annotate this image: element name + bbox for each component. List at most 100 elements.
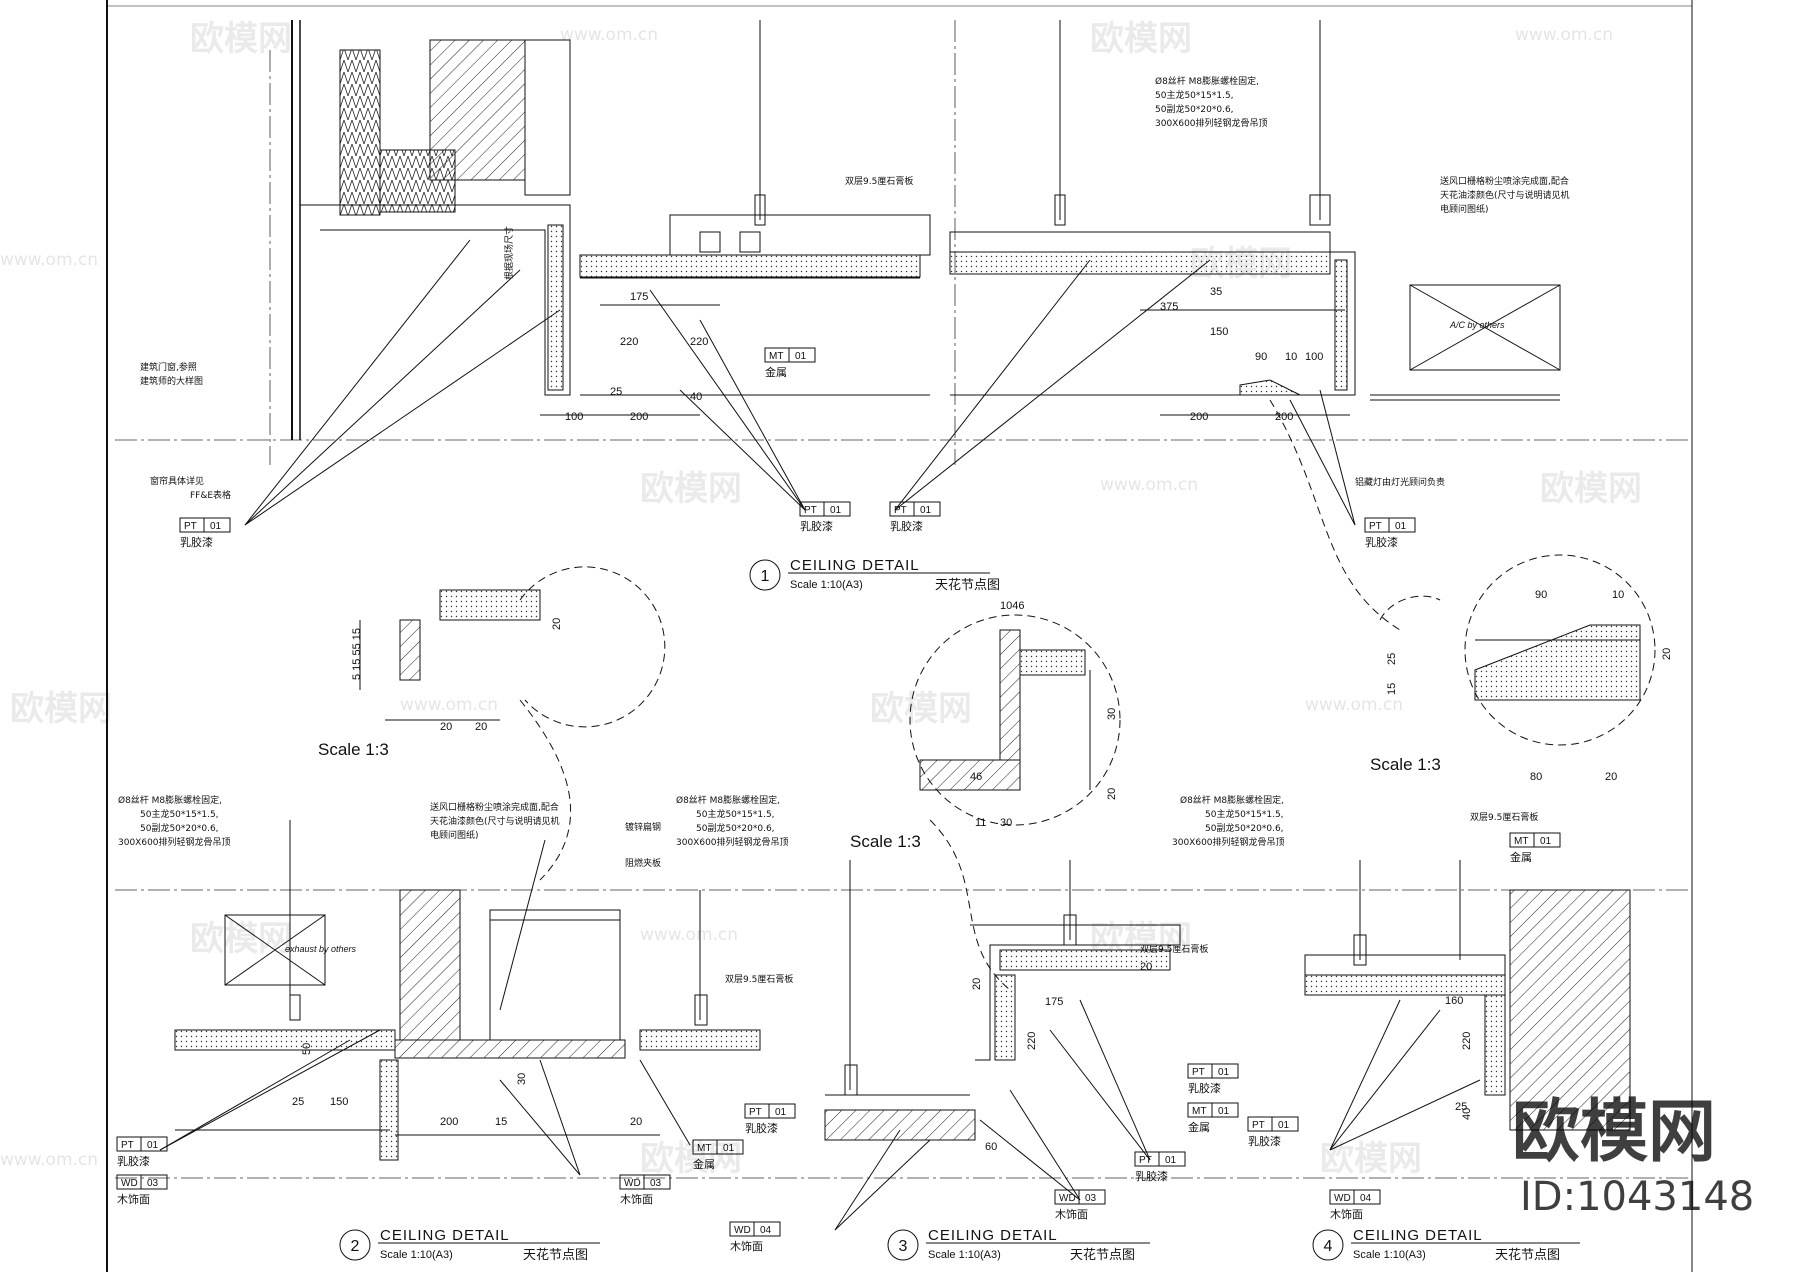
material-tag-code: WD xyxy=(1334,1193,1351,1204)
dim: 150 xyxy=(1210,326,1228,338)
material-tag-name: 乳胶漆 xyxy=(1365,535,1398,549)
watermark-brand: 欧模网 xyxy=(640,469,742,509)
dim: 220 xyxy=(690,336,708,348)
hanger-note: 50副龙50*20*0.6, xyxy=(1205,822,1284,834)
enlarged-circle-1-dims: 5 15 55 15 20 20 20 Scale 1:3 xyxy=(318,618,563,759)
watermark-brand: 欧模网 xyxy=(190,919,292,959)
material-tag-code: PT xyxy=(184,521,197,532)
watermark-brand: 欧模网 xyxy=(190,19,292,59)
watermark-url: www.om.cn xyxy=(1100,475,1198,495)
material-tag-number: 03 xyxy=(1085,1193,1097,1204)
material-tag-code: WD xyxy=(1059,1193,1076,1204)
dim: 100 xyxy=(1305,351,1323,363)
dim: 10 xyxy=(1285,351,1297,363)
detail-1-geometry xyxy=(244,20,1561,631)
detail-title-3: 3 CEILING DETAIL Scale 1:10(A3) 天花节点图 xyxy=(887,1227,1150,1263)
ac-note: A/C by others xyxy=(1449,320,1505,330)
detail-3-notes: Ø8丝杆 M8膨胀螺栓固定, 50主龙50*15*1.5, 50副龙50*20*… xyxy=(676,794,1208,955)
material-tag-number: 01 xyxy=(210,521,222,532)
detail-scale: Scale 1:10(A3) xyxy=(1353,1249,1426,1261)
dim: 5 15 55 15 xyxy=(351,628,363,680)
detail-scale: Scale 1:10(A3) xyxy=(790,579,863,591)
material-tag-number: 03 xyxy=(147,1178,159,1189)
dim: 46 xyxy=(970,771,982,783)
watermark-url: www.om.cn xyxy=(0,1150,98,1170)
material-tag-number: 01 xyxy=(920,505,932,516)
material-tag-name: 乳胶漆 xyxy=(1135,1169,1168,1183)
dim: 160 xyxy=(1445,995,1463,1007)
dim: 175 xyxy=(1045,996,1063,1008)
enlarged-circle-2-dims: 1046 30 20 11 30 46 Scale 1:3 xyxy=(850,600,1118,851)
material-tag-code: MT xyxy=(1192,1106,1206,1117)
dim: 1046 xyxy=(1000,600,1024,612)
detail-title: CEILING DETAIL xyxy=(1353,1227,1483,1244)
watermark-url: www.om.cn xyxy=(1305,695,1403,715)
hanger-note: 300X600排列轻钢龙骨吊顶 xyxy=(1172,836,1285,848)
dim: 30 xyxy=(1000,817,1012,829)
watermark-brand: 欧模网 xyxy=(1090,19,1192,59)
dim: 200 xyxy=(630,411,648,423)
dim: 40 xyxy=(690,391,702,403)
material-tag-wd03: WD 03 木饰面 xyxy=(1054,1189,1106,1221)
detail-title: CEILING DETAIL xyxy=(380,1227,510,1244)
watermark-brand: 欧模网 xyxy=(1190,244,1292,284)
material-tag-name: 乳胶漆 xyxy=(1188,1081,1221,1095)
material-tag-number: 01 xyxy=(795,351,807,362)
gypsum-note: 双层9.5厘石膏板 xyxy=(725,973,793,985)
material-tag-pt: PT 01 乳胶漆 xyxy=(1187,1063,1239,1095)
dim: 10 xyxy=(1612,589,1624,601)
material-tag-name: 木饰面 xyxy=(1055,1207,1088,1221)
detail-4-notes: Ø8丝杆 M8膨胀螺栓固定, 50主龙50*15*1.5, 50副龙50*20*… xyxy=(1172,794,1538,848)
detail-4-dims: 160 220 25 40 xyxy=(1445,995,1473,1120)
material-tag-number: 01 xyxy=(1278,1120,1290,1131)
enlarged-circle-1 xyxy=(359,566,666,881)
hanger-note: 50主龙50*15*1.5, xyxy=(1205,808,1284,820)
hanger-note: 50副龙50*20*0.6, xyxy=(1155,103,1234,115)
material-tag-name: 木饰面 xyxy=(730,1239,763,1253)
vent-note: 天花油漆颜色(尺寸与说明请见机 xyxy=(430,815,560,827)
material-tag-code: PT xyxy=(1139,1155,1152,1166)
material-tag-number: 01 xyxy=(1540,836,1552,847)
dim: 30 xyxy=(516,1073,528,1085)
material-tag-number: 04 xyxy=(760,1225,772,1236)
detail-title-cn: 天花节点图 xyxy=(1495,1247,1560,1263)
detail-title-4: 4 CEILING DETAIL Scale 1:10(A3) 天花节点图 xyxy=(1312,1227,1580,1263)
dim: 90 xyxy=(1535,589,1547,601)
detail-title-cn: 天花节点图 xyxy=(523,1247,588,1263)
dim: 25 xyxy=(292,1096,304,1108)
enlarged-circle-3 xyxy=(1379,554,1656,746)
vent-note: 天花油漆颜色(尺寸与说明请见机 xyxy=(1440,189,1570,201)
watermark-id: ID:1043148 xyxy=(1520,1174,1754,1220)
exhaust-note: exhaust by others xyxy=(285,944,357,954)
detail-scale: Scale 1:10(A3) xyxy=(380,1249,453,1261)
dim: 220 xyxy=(620,336,638,348)
material-tag-code: PT xyxy=(1192,1067,1205,1078)
window-note: 建筑门窗,参照 xyxy=(140,361,197,373)
material-tag-number: 01 xyxy=(147,1140,159,1151)
watermark-brand: 欧模网 xyxy=(640,1139,742,1179)
dim: 11 xyxy=(975,817,986,829)
material-tag-name: 金属 xyxy=(1188,1120,1210,1134)
watermark-brand: 欧模网 xyxy=(870,689,972,729)
detail-4-geometry xyxy=(1304,860,1631,1151)
watermark-brand-large: 欧模网 xyxy=(1512,1093,1716,1172)
watermark-url: www.om.cn xyxy=(1515,25,1613,45)
material-tag-code: PT xyxy=(749,1107,762,1118)
datum-lines xyxy=(115,20,1690,1179)
material-tag-name: 乳胶漆 xyxy=(1248,1134,1281,1148)
detail-title-1: 1 CEILING DETAIL Scale 1:10(A3) 天花节点图 xyxy=(749,557,1000,593)
material-tag-number: 01 xyxy=(1218,1067,1230,1078)
dim: 20 xyxy=(475,721,487,733)
material-tag-name: 乳胶漆 xyxy=(800,519,833,533)
dim: 30 xyxy=(1106,708,1118,720)
detail-2-dims: 25 150 200 15 20 50 30 xyxy=(292,1043,642,1128)
material-tag-name: 金属 xyxy=(765,365,787,379)
watermarks: 欧模网 欧模网 欧模网 欧模网 欧模网 欧模网 欧模网 欧模网 欧模网 欧模网 … xyxy=(0,19,1642,1179)
hanger-note: Ø8丝杆 M8膨胀螺栓固定, xyxy=(676,794,780,806)
gypsum-note: 双层9.5厘石膏板 xyxy=(845,175,913,187)
